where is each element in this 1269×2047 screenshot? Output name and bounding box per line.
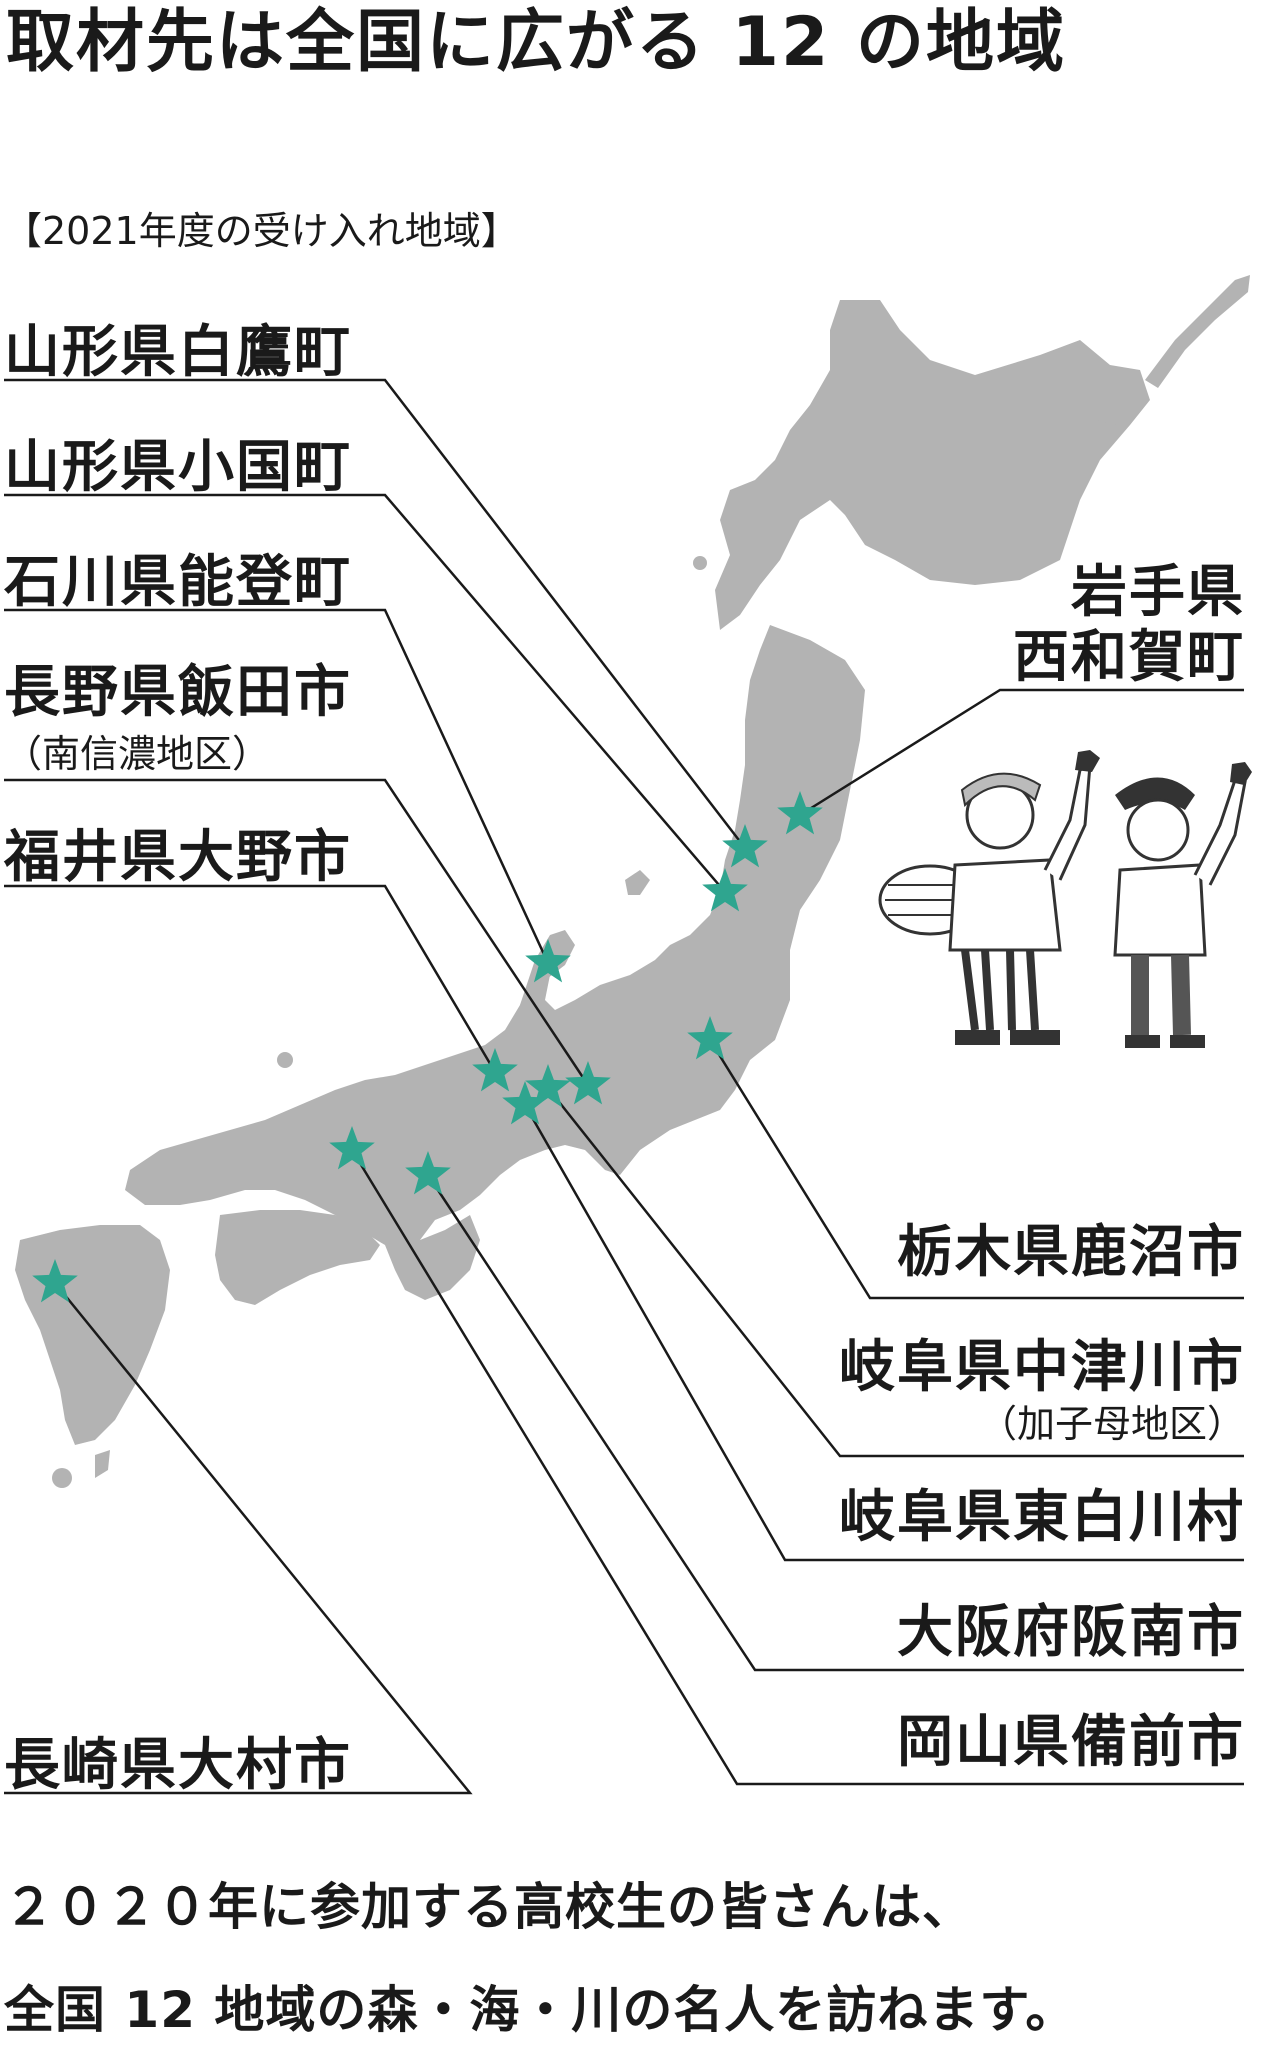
person-right-legs xyxy=(1131,954,1191,1036)
page-title: 取材先は全国に広がる 12 の地域 xyxy=(6,3,1066,82)
label-fukui-ono: 福井県大野市 xyxy=(4,825,352,890)
star-icon-gifu-higashishirakawa xyxy=(502,1081,548,1125)
hokkaido-landmass xyxy=(715,300,1150,630)
label-osaka-hannan: 大阪府阪南市 xyxy=(897,1600,1245,1665)
person-left-shoes xyxy=(955,1030,1060,1045)
leader-okayama-bizen xyxy=(350,1149,1244,1786)
kyushu-landmass xyxy=(15,1225,170,1445)
okushiri-island xyxy=(693,556,707,570)
page-subtitle: 【2021年度の受け入れ地域】 xyxy=(4,209,519,253)
leader-fukui-ono xyxy=(4,884,497,1073)
person-left-legs xyxy=(961,949,1039,1031)
person-left-body xyxy=(948,858,1062,952)
leader-yamagata-shirataka xyxy=(4,378,746,849)
label-nagano-iida: 長野県飯田市 xyxy=(4,660,352,725)
leader-tochigi-kanuma xyxy=(708,1039,1244,1300)
star-icon-ishikawa-noto xyxy=(525,939,571,983)
region-markers xyxy=(32,791,823,1303)
leader-gifu-nakatsugawa xyxy=(547,1087,1244,1458)
person-left-arm xyxy=(1043,762,1092,881)
star-icon-tochigi-kanuma xyxy=(687,1016,733,1060)
star-icon-nagano-iida xyxy=(565,1061,611,1105)
star-icon-fukui-ono xyxy=(472,1048,518,1092)
label-tochigi-kanuma: 栃木県鹿沼市 xyxy=(897,1220,1245,1285)
person-right-hand xyxy=(1230,762,1252,785)
label-yamagata-shirataka: 山形県白鷹町 xyxy=(4,320,352,385)
label-okayama-bizen: 岡山県備前市 xyxy=(897,1710,1245,1775)
person-left-cap xyxy=(960,772,1042,808)
label-ishikawa-noto: 石川県能登町 xyxy=(4,550,352,615)
label-iwate-line1: 岩手県 xyxy=(1071,560,1245,625)
oki-island xyxy=(277,1052,293,1068)
person-right-shoes xyxy=(1125,1035,1205,1048)
tanegashima-island xyxy=(95,1450,110,1478)
leader-gifu-higashishirakawa xyxy=(523,1104,1244,1562)
star-icon-okayama-bizen xyxy=(329,1126,375,1170)
note-nagano-iida: （南信濃地区） xyxy=(4,732,271,776)
footer-line2: 全国 12 地域の森・海・川の名人を訪ねます。 xyxy=(4,1981,1077,2039)
note-gifu-nakatsugawa: （加子母地区） xyxy=(978,1402,1245,1446)
kii-peninsula xyxy=(385,1215,480,1300)
star-icon-yamagata-oguni xyxy=(702,868,748,912)
label-yamagata-oguni: 山形県小国町 xyxy=(4,435,352,500)
label-gifu-higashishirakawa: 岐阜県東白川村 xyxy=(839,1485,1245,1550)
star-icon-iwate-nishiwaga xyxy=(777,791,823,835)
star-icon-osaka-hannan xyxy=(405,1151,451,1195)
label-iwate-line2: 西和賀町 xyxy=(1013,625,1245,690)
person-right-arm xyxy=(1193,778,1247,886)
footer-line1: ２０２０年に参加する高校生の皆さんは、 xyxy=(4,1878,973,1936)
star-icon-gifu-nakatsugawa xyxy=(525,1064,571,1108)
star-icon-nagasaki-omura xyxy=(32,1259,78,1303)
leader-ishikawa-noto xyxy=(4,608,550,964)
leader-iwate-nishiwaga xyxy=(799,688,1244,817)
person-right-head xyxy=(1126,798,1190,862)
yakushima-island xyxy=(52,1468,72,1488)
star-icon-yamagata-shirataka xyxy=(722,824,768,868)
leader-nagano-iida xyxy=(4,778,590,1086)
person-left-hand xyxy=(1075,750,1100,772)
people-illustration-icon xyxy=(878,750,1252,1048)
leader-osaka-hannan xyxy=(426,1174,1244,1672)
label-gifu-nakatsugawa: 岐阜県中津川市 xyxy=(839,1335,1245,1400)
person-right-hat xyxy=(1115,777,1195,810)
leader-nagasaki-omura xyxy=(4,1282,473,1795)
honshu-landmass xyxy=(125,625,865,1250)
shikoku-landmass xyxy=(215,1210,380,1305)
sado-island xyxy=(625,870,650,895)
kuril-islands-2 xyxy=(1095,395,1130,425)
kuril-islands xyxy=(1145,275,1250,388)
person-right-body xyxy=(1113,863,1207,957)
leader-yamagata-oguni xyxy=(4,493,726,893)
label-nagasaki-omura: 長崎県大村市 xyxy=(4,1733,352,1798)
leader-lines xyxy=(4,378,1244,1795)
